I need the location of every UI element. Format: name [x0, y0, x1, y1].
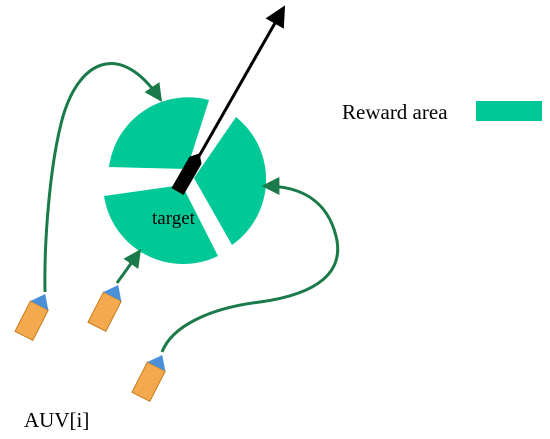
legend-label: Reward area — [342, 100, 448, 124]
auv-vehicle-icon — [14, 293, 49, 342]
auv-path-2 — [115, 249, 142, 284]
auv-vehicle-icon — [131, 354, 166, 403]
auv-label: AUV[i] — [24, 408, 89, 432]
auv-path-1 — [43, 62, 163, 293]
target-vessel-icon — [171, 153, 202, 195]
auv-paths — [43, 62, 340, 353]
target-heading-arrow — [188, 5, 286, 173]
reward-sector-top — [109, 97, 209, 169]
reward-area — [104, 97, 267, 265]
legend-swatch — [476, 101, 542, 121]
auv-vehicle-icon — [87, 284, 122, 333]
reward-sector-bottom — [104, 185, 218, 265]
auv-path-3 — [160, 177, 340, 353]
reward-sector-right — [194, 117, 267, 245]
legend: Reward area — [342, 100, 542, 124]
target-label: target — [152, 208, 196, 229]
